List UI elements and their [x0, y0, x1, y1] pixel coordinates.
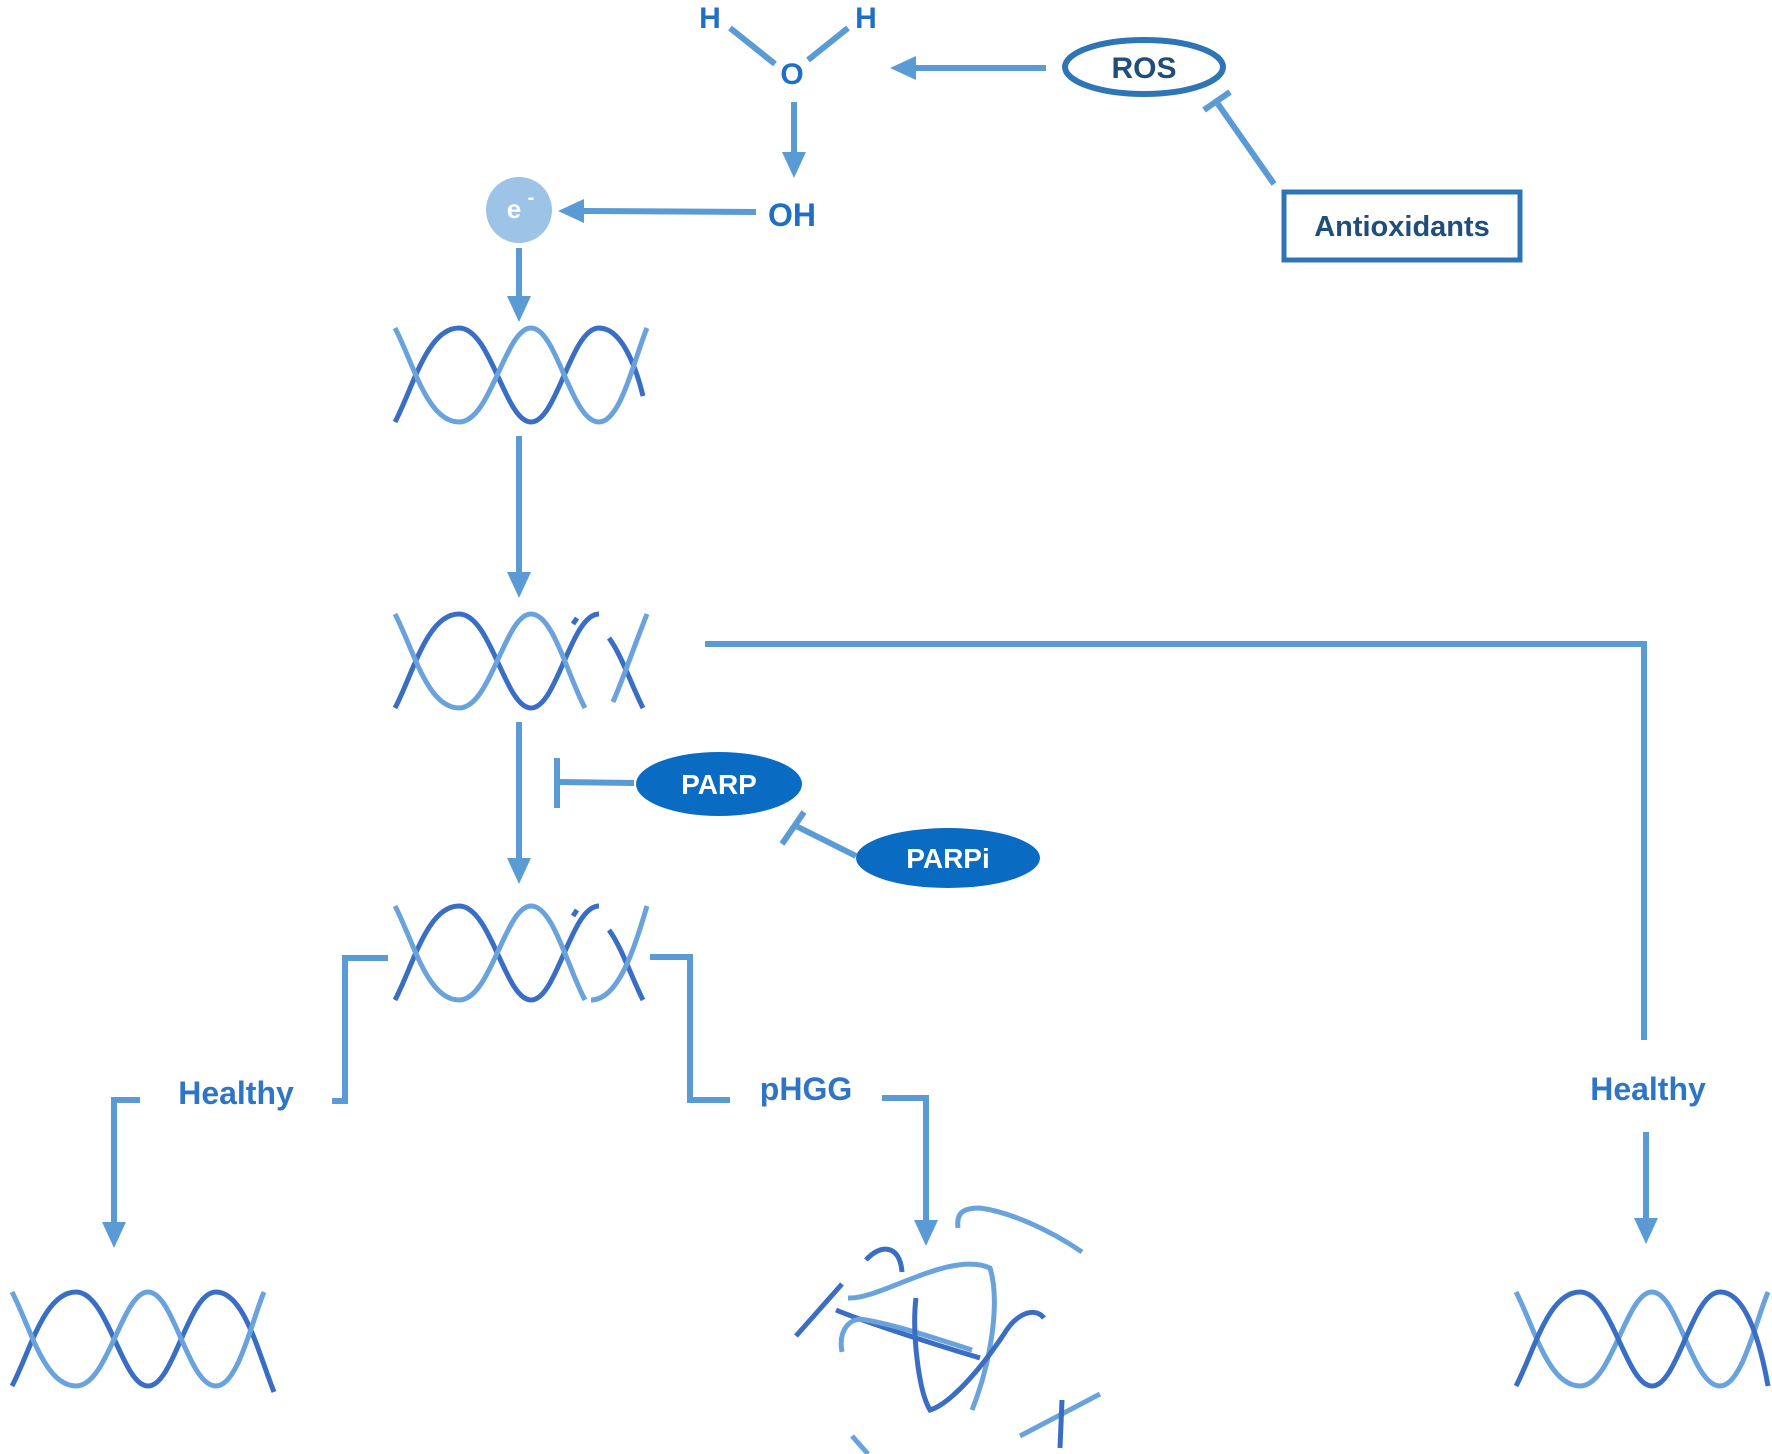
electron-charge: -: [528, 187, 535, 209]
ros-label: ROS: [1111, 52, 1176, 85]
arrow-oh-to-electron: [558, 199, 757, 223]
inhibit-antioxidants-to-ros: [1202, 89, 1277, 186]
inhibit-parp-to-pathway: [554, 758, 635, 808]
dna-repaired-left: [9, 1289, 277, 1393]
phgg-label: pHGG: [760, 1071, 852, 1107]
parpi-node: PARPi: [856, 828, 1040, 888]
arrow-dna2-to-dna3: [507, 722, 531, 884]
dna-fragmented-phgg: [794, 1205, 1102, 1454]
oh-label: OH: [768, 197, 816, 233]
parpi-ellipse: [856, 828, 1040, 888]
inhibit-parpi-to-parp: [779, 810, 858, 859]
ros-node: ROS: [1062, 37, 1226, 97]
electron-node: e -: [486, 177, 552, 243]
healthy-left-label: Healthy: [178, 1075, 294, 1111]
water-bond-right: [806, 25, 850, 63]
ros-ellipse: [1062, 37, 1226, 97]
parp-label: PARP: [681, 769, 757, 800]
water-h-right-label: H: [855, 2, 877, 35]
parpi-label: PARPi: [906, 843, 990, 874]
arrow-ros-to-water: [890, 56, 1046, 80]
healthy-right-label: Healthy: [1590, 1071, 1706, 1107]
parp-node: PARP: [636, 752, 802, 816]
antioxidants-label: Antioxidants: [1314, 211, 1490, 243]
electron-label: e: [507, 194, 521, 224]
arrow-water-to-oh: [782, 102, 806, 178]
dna-double-strand-break: [392, 903, 650, 1003]
branch-healthy-left: [102, 955, 388, 1248]
dna-single-strand-break: [392, 611, 650, 711]
antioxidants-node: Antioxidants: [1281, 189, 1523, 263]
water-o-label: O: [780, 58, 803, 91]
water-h-left-label: H: [699, 2, 721, 35]
arrow-healthy-right: [1634, 1132, 1658, 1244]
electron-circle: [486, 177, 552, 243]
water-bond-left: [728, 25, 777, 67]
antioxidants-box: [1281, 189, 1523, 263]
parp-ellipse: [636, 752, 802, 816]
arrow-electron-to-dna: [507, 248, 531, 322]
connector-dna2-right-branch: [705, 641, 1647, 1040]
water-molecule: H H O: [699, 2, 877, 91]
dna-intact-top: [392, 325, 650, 425]
arrow-dna1-to-dna2: [507, 436, 531, 598]
dna-repaired-right: [1513, 1289, 1771, 1389]
branch-phgg: [650, 954, 938, 1246]
